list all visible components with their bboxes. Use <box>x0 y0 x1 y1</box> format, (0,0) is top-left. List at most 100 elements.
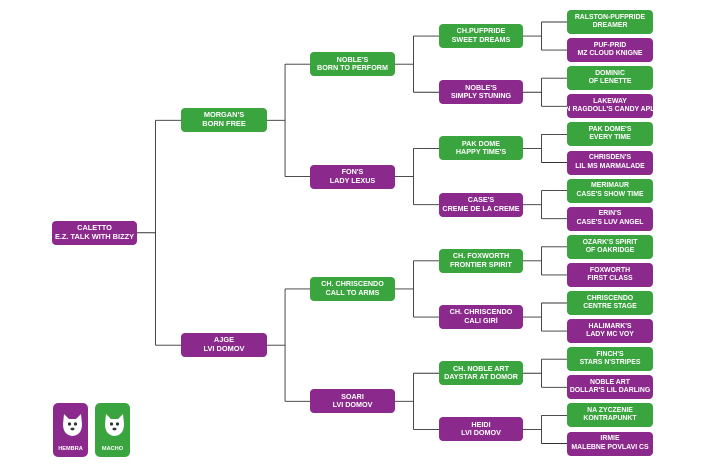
dog-name-line-2: LVI DOMOV <box>461 428 501 438</box>
dog-name-line-2: CASE'S SHOW TIME <box>576 190 644 198</box>
dog-name-line-2: BORN FREE <box>202 119 246 129</box>
dog-name-line-2: OF OAKRIDGE <box>585 246 635 254</box>
dog-name-line-1: NA ZYCZENIE <box>587 407 633 415</box>
dog-name-line-1: MERIMAUR <box>591 182 629 190</box>
dog-name-line-2: SIMPLY STUNING <box>450 91 512 101</box>
dog-name-line-1: CASE'S <box>467 195 495 204</box>
dog-name-line-1: HALIMARK'S <box>588 322 632 330</box>
dog-name-line-1: RALSTON-PUFPRIDE <box>574 13 646 21</box>
dog-name-line-2: MALEBNE POVLAVI CS <box>571 443 649 451</box>
dog-name-line-2: BORN TO PERFORM <box>317 63 388 73</box>
dog-name-line-2: MZ CLOUD KNIGNE <box>577 50 643 58</box>
dog-name-line-2: FRONTIER SPIRIT <box>450 259 512 269</box>
dog-name-line-2: DAYSTAR AT DOMOR <box>444 372 518 382</box>
dog-name-line-2: CENTRE STAGE <box>583 303 637 310</box>
dog-name-line-1: CH. FOXWORTH <box>452 251 510 261</box>
dog-name-line-1: FON'S <box>341 166 364 176</box>
dog-name-line-2: STARS N'STRIPES <box>579 359 641 367</box>
dog-name-line-1: FINCH'S <box>596 350 624 358</box>
legend-female: HEMBRA <box>53 403 88 457</box>
dog-name-line-2: E.Z. TALK WITH BIZZY <box>54 231 135 241</box>
dog-name-line-1: MORGAN'S <box>203 110 245 120</box>
dog-name-line-1: PAK DOME <box>461 138 501 148</box>
dog-name-line-2: LVI DOMOV <box>332 400 373 410</box>
dog-name-line-1: NOBLE'S <box>465 82 497 92</box>
dog-name-line-1: CH.PUFPRIDE <box>456 26 506 36</box>
dog-name-line-1: OZARK'S SPIRIT <box>582 238 638 246</box>
dog-name-line-2: KONTRAPUNKT <box>583 415 637 423</box>
dog-name-line-1: CH. NOBLE ART <box>452 363 510 373</box>
dog-name-line-2: SWEET DREAMS <box>451 35 511 45</box>
dog-name-line-1: CALETTO <box>77 222 112 232</box>
legend-male: MACHO <box>95 403 130 457</box>
dog-name-line-2: CALI GIRl <box>464 316 498 326</box>
dog-name-line-1: CHRISDEN'S <box>588 154 632 162</box>
dog-name-line-1: HEIDI <box>471 419 491 429</box>
dog-face-icon <box>102 410 127 441</box>
dog-face-icon <box>60 410 85 441</box>
dog-name-line-2: LADY MC VOY <box>586 331 634 339</box>
dog-name-line-1: SOARI <box>341 391 364 401</box>
dog-name-line-1: IRMIE <box>600 435 620 443</box>
dog-name-line-2: FIRST CLASS <box>587 274 633 282</box>
dog-name-line-2: DREAMER <box>592 22 628 29</box>
dog-name-line-1: PUF-PRID <box>593 41 627 49</box>
dog-name-line-1: NOBLE ART <box>590 379 630 387</box>
dog-name-line-2: OF LENETTE <box>588 78 632 86</box>
dog-name-line-2: LIL MS MARMALADE <box>575 162 645 170</box>
dog-name-line-2: N RAGDOLL'S CANDY APL <box>567 106 653 114</box>
dog-name-line-1: FOXWORTH <box>589 266 631 274</box>
dog-name-line-2: HAPPY TIME'S <box>455 147 507 157</box>
dog-name-line-1: NOBLE'S <box>336 54 369 64</box>
dog-name-line-1: PAK DOME'S <box>588 126 632 134</box>
dog-name-line-1: CH. CHRISCENDO <box>321 279 384 289</box>
dog-name-line-1: LAKEWAY <box>593 98 627 106</box>
dog-name-line-2: DOLLAR'S LIL DARLING <box>569 387 651 395</box>
dog-name-line-2: CASE'S LUV ANGEL <box>576 218 644 226</box>
dog-name-line-2: LADY LEXUS <box>329 175 376 185</box>
dog-name-line-2: CREME DE LA CREME <box>442 203 520 213</box>
dog-name-line-2: EVERY TIME <box>589 134 631 142</box>
dog-name-line-1: AJGE <box>213 335 235 345</box>
dog-name-line-1: ERIN'S <box>598 210 622 218</box>
legend-female-label: HEMBRA <box>58 446 83 452</box>
dog-name-line-2: CALL TO ARMS <box>325 287 380 297</box>
dog-name-line-1: CH. CHRISCENDO <box>449 307 513 317</box>
dog-name-line-2: LVI DOMOV <box>203 344 245 354</box>
dog-name-line-1: CHRISCENDO <box>586 294 634 302</box>
dog-name-line-1: DOMINIC <box>595 69 625 77</box>
